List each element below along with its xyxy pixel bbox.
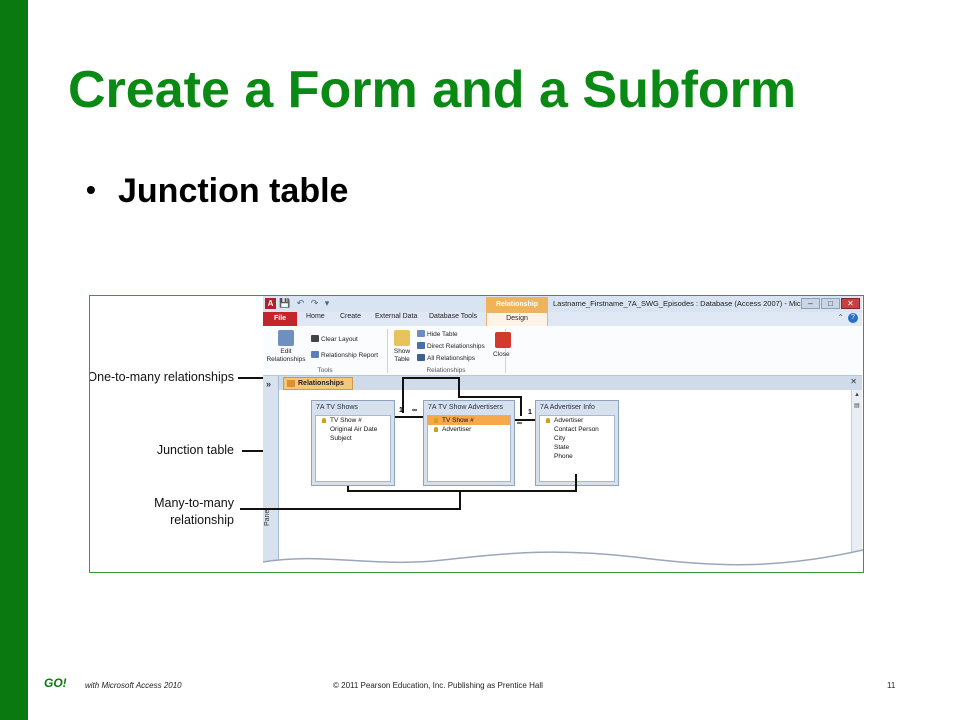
clear-layout-button[interactable]: Clear Layout [311, 335, 358, 344]
ribbon-separator [505, 329, 506, 373]
scroll-up-icon[interactable]: ▲ [854, 392, 860, 398]
access-app-icon[interactable]: A [265, 298, 276, 309]
window-controls: – □ ✕ [801, 298, 860, 309]
table-title: 7A TV Shows [316, 404, 358, 411]
field-item-selected[interactable]: TV Show # [428, 416, 510, 425]
join-line-advertisers-info [515, 419, 535, 421]
quick-access-icons[interactable]: 💾 ↶ ↷ ▾ [279, 298, 332, 308]
field-list: TV Show # Advertiser [427, 415, 511, 482]
direct-relationships-button[interactable]: Direct Relationships [417, 342, 485, 351]
tab-design[interactable]: Design [486, 312, 548, 326]
vertical-scrollbar[interactable]: ▲ ▤ [851, 390, 862, 572]
footer-copyright: © 2011 Pearson Education, Inc. Publishin… [333, 681, 543, 690]
access-screenshot-figure: One-to-many relationships Junction table… [89, 295, 864, 573]
expand-nav-icon[interactable]: » [266, 379, 272, 389]
minimize-button[interactable]: – [801, 298, 820, 309]
one-marker: 1 [528, 409, 532, 416]
quick-access-toolbar: A 💾 ↶ ↷ ▾ Relationship Tools Lastname_Fi… [263, 296, 862, 323]
hide-table-icon [417, 330, 425, 337]
maximize-button[interactable]: □ [821, 298, 840, 309]
scroll-thumb[interactable]: ▤ [854, 403, 860, 409]
page-number: 11 [887, 681, 896, 690]
ribbon-minimize-icon[interactable]: ⌃ [837, 313, 844, 322]
navigation-pane[interactable]: » Pane [263, 376, 279, 572]
direct-relationships-icon [417, 342, 425, 349]
report-icon [311, 351, 319, 358]
field-item[interactable]: Contact Person [554, 426, 599, 433]
tab-external-data[interactable]: External Data [375, 313, 418, 320]
relationship-tools-context-tab: Relationship Tools [486, 297, 548, 323]
go-logo: GO! [44, 676, 67, 690]
document-tab-bar: Relationships ✕ [279, 376, 862, 390]
show-table-button[interactable]: Show Table [393, 348, 411, 363]
tools-group-label: Tools [317, 367, 333, 374]
bullet-dot: • [86, 174, 96, 205]
tab-create[interactable]: Create [340, 313, 362, 320]
table-tv-shows[interactable]: 7A TV Shows TV Show # Original Air Date … [311, 400, 395, 486]
edit-relationships-icon [278, 330, 294, 346]
close-window-button[interactable]: ✕ [841, 298, 860, 309]
field-item[interactable]: City [554, 435, 566, 442]
callout-one-to-many: One-to-many relationships [89, 370, 234, 384]
table-title: 7A Advertiser Info [540, 404, 595, 411]
slide-title: Create a Form and a Subform [68, 61, 797, 119]
tab-relationships[interactable]: Relationships [283, 377, 353, 390]
field-list: TV Show # Original Air Date Subject [315, 415, 391, 482]
ribbon-separator [387, 329, 388, 373]
tab-file[interactable]: File [263, 312, 297, 326]
tab-database-tools[interactable]: Database Tools [429, 313, 478, 320]
many-marker: ∞ [517, 420, 522, 427]
relationships-icon [287, 380, 295, 387]
field-item[interactable]: Advertiser [540, 416, 614, 425]
edit-relationships-button[interactable]: Edit Relationships [266, 348, 306, 363]
bullet-text: Junction table [118, 172, 349, 210]
field-item[interactable]: State [554, 444, 570, 451]
close-relationships-button[interactable]: Close [493, 351, 510, 358]
show-table-icon [394, 330, 410, 346]
footer-series: with Microsoft Access 2010 [85, 681, 182, 690]
all-relationships-button[interactable]: All Relationships [417, 354, 475, 363]
close-document-icon[interactable]: ✕ [850, 377, 857, 386]
tab-home[interactable]: Home [306, 313, 325, 320]
bracket-many-right [575, 474, 577, 492]
join-line-shows-advertisers [395, 416, 423, 418]
field-item[interactable]: Original Air Date [330, 426, 378, 433]
ribbon-design: Edit Relationships Clear Layout Relation… [263, 326, 862, 376]
bracket-many-bottom [347, 490, 577, 492]
bracket-one-to-many-mid [458, 396, 522, 398]
ribbon-tabs: Home Create External Data Database Tools [263, 312, 862, 326]
bracket-one-to-many-down [520, 396, 522, 416]
field-item[interactable]: Phone [554, 453, 573, 460]
clear-layout-icon [311, 335, 319, 342]
hide-table-button[interactable]: Hide Table [417, 330, 458, 339]
field-list: Advertiser Contact Person City State Pho… [539, 415, 615, 482]
bracket-one-to-many-top [402, 377, 460, 379]
torn-paper-edge [263, 549, 863, 572]
field-item[interactable]: Advertiser [428, 425, 510, 434]
all-relationships-icon [417, 354, 425, 361]
bracket-one-to-many-right [458, 377, 460, 397]
relationship-report-button[interactable]: Relationship Report [311, 351, 378, 360]
access-window: A 💾 ↶ ↷ ▾ Relationship Tools Lastname_Fi… [263, 296, 862, 572]
nav-pane-label: Pane [264, 509, 271, 526]
close-relationships-icon [495, 332, 511, 348]
table-tv-show-advertisers[interactable]: 7A TV Show Advertisers TV Show # Adverti… [423, 400, 515, 486]
one-marker: 1 [399, 407, 403, 414]
field-item[interactable]: TV Show # [316, 416, 390, 425]
callout-many-to-many: Many-to-many relationship [154, 496, 234, 527]
field-item[interactable]: Subject [330, 435, 352, 442]
callout-junction-table: Junction table [156, 443, 234, 457]
side-accent-bar [0, 0, 28, 720]
bullet-item: • Junction table [86, 172, 348, 211]
window-title: Lastname_Firstname_7A_SWG_Episodes : Dat… [553, 299, 818, 308]
relationships-group-label: Relationships [426, 367, 466, 374]
table-advertiser-info[interactable]: 7A Advertiser Info Advertiser Contact Pe… [535, 400, 619, 486]
bracket-many-leader [240, 508, 461, 510]
bracket-many-left [347, 486, 349, 492]
bracket-many-center [459, 490, 461, 510]
table-title: 7A TV Show Advertisers [428, 404, 503, 411]
many-marker: ∞ [412, 407, 417, 414]
bracket-one-to-many-left [402, 377, 404, 413]
help-icon[interactable]: ? [848, 313, 858, 323]
